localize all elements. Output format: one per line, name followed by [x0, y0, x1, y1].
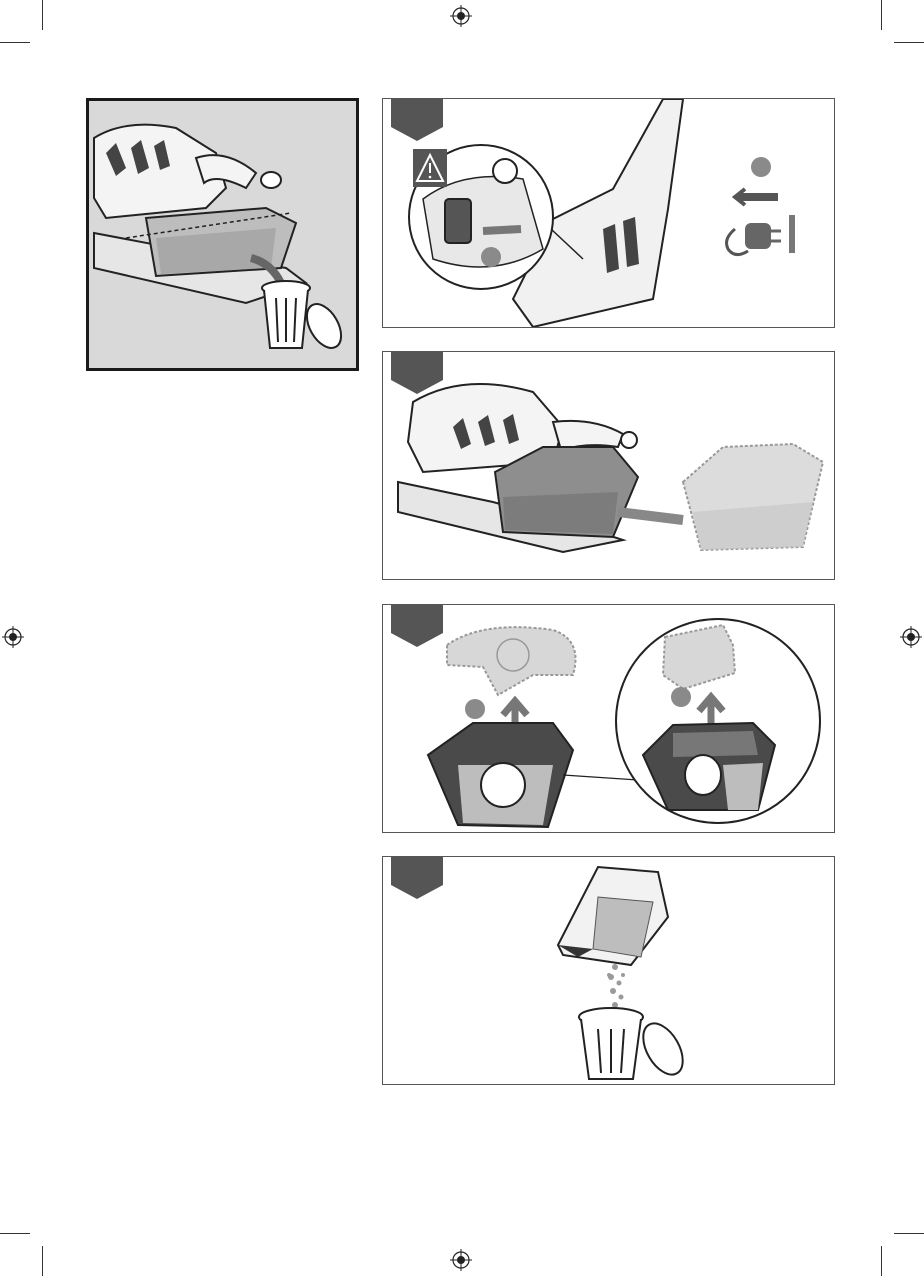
trash-can-icon — [579, 1008, 691, 1081]
registration-mark-icon — [450, 5, 472, 27]
crop-mark-top-right-v — [881, 0, 882, 30]
crop-mark-bottom-right-v — [881, 1246, 882, 1276]
dust-box-icon — [558, 867, 668, 965]
overview-figure — [86, 98, 359, 371]
step-4-illustration — [383, 857, 833, 1083]
magnifier-circle-icon — [616, 619, 820, 823]
dust-box-icon — [428, 723, 573, 827]
dust-box-icon — [495, 447, 638, 537]
step-3-illustration — [383, 605, 833, 831]
unplug-icon — [727, 157, 795, 255]
filter-lid-icon — [447, 627, 576, 695]
step-2-panel — [382, 351, 835, 580]
dust-box-icon — [683, 444, 823, 550]
registration-mark-icon — [900, 626, 922, 648]
crop-mark-top-left-h — [0, 42, 30, 43]
step-2-illustration — [383, 352, 833, 578]
crop-mark-bottom-left-h — [0, 1233, 30, 1234]
registration-mark-icon — [450, 1249, 472, 1271]
warning-icon — [413, 149, 447, 187]
step-4-panel — [382, 856, 835, 1085]
step-3-panel — [382, 604, 835, 833]
step-1-panel — [382, 98, 835, 328]
crop-mark-top-left-v — [42, 0, 43, 30]
arrow-right-icon — [618, 512, 683, 520]
crop-mark-bottom-left-v — [42, 1246, 43, 1276]
registration-mark-icon — [2, 626, 24, 648]
crop-mark-bottom-right-h — [894, 1233, 924, 1234]
step-1-illustration — [383, 99, 833, 327]
crop-mark-top-right-h — [894, 42, 924, 43]
